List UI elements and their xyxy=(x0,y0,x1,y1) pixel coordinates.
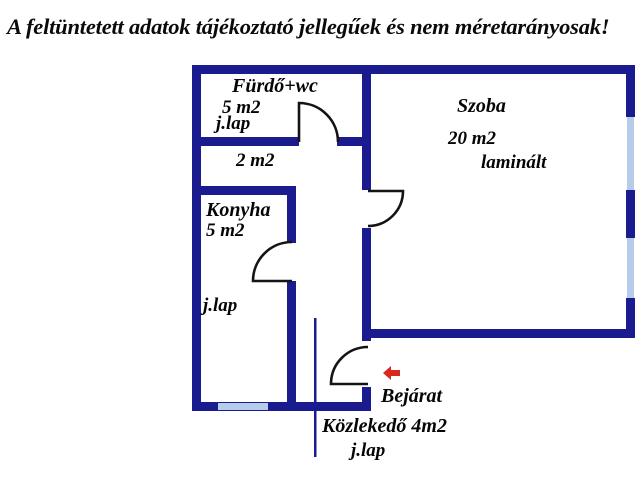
wall-kitchen-top xyxy=(192,186,293,195)
wall-top xyxy=(192,65,635,74)
wall-central-upper xyxy=(362,65,371,190)
wall-kitchen-right-lower xyxy=(287,281,296,411)
room-door xyxy=(367,189,405,228)
kitchen-door xyxy=(251,240,293,283)
wall-central-lower xyxy=(362,387,371,411)
kitchen-area-label: 5 m2 xyxy=(206,220,245,241)
wall-kitchen-right-upper xyxy=(287,186,296,243)
corridor-floor-label: j.lap xyxy=(351,440,386,461)
corridor-name-label: Közlekedő 4m2 xyxy=(322,415,447,437)
entrance-door xyxy=(329,345,369,386)
wall-right-upper xyxy=(626,65,635,117)
entrance-arrow-icon xyxy=(383,366,400,380)
kitchen-floor-label: j.lap xyxy=(203,295,238,316)
bathroom-floor-label: j.lap xyxy=(216,113,251,134)
wall-right-lower xyxy=(626,298,635,338)
bathroom-name-label: Fürdő+wc xyxy=(232,75,318,97)
window-room-lower xyxy=(627,238,634,298)
section-line xyxy=(314,318,317,457)
wall-bottom xyxy=(192,402,371,411)
window-room-upper xyxy=(627,117,634,190)
entrance-label: Bejárat xyxy=(381,385,443,407)
wall-bathroom-bottom-left xyxy=(192,137,299,146)
room-floor-label: laminált xyxy=(481,152,547,173)
kitchen-name-label: Konyha xyxy=(206,199,271,221)
bathroom-door xyxy=(297,101,340,143)
wall-central-middle xyxy=(362,228,371,341)
disclaimer-text: A feltüntetett adatok tájékoztató jelleg… xyxy=(7,14,610,39)
hall-area-label: 2 m2 xyxy=(236,150,275,171)
window-kitchen xyxy=(218,403,268,410)
bathroom-area-label: 5 m2 xyxy=(222,97,261,118)
room-name-label: Szoba xyxy=(457,95,506,117)
wall-left xyxy=(192,65,201,411)
wall-bathroom-bottom-right xyxy=(337,137,371,146)
wall-right-middle xyxy=(626,190,635,238)
wall-room-bottom xyxy=(362,329,635,338)
room-area-label: 20 m2 xyxy=(448,128,497,149)
